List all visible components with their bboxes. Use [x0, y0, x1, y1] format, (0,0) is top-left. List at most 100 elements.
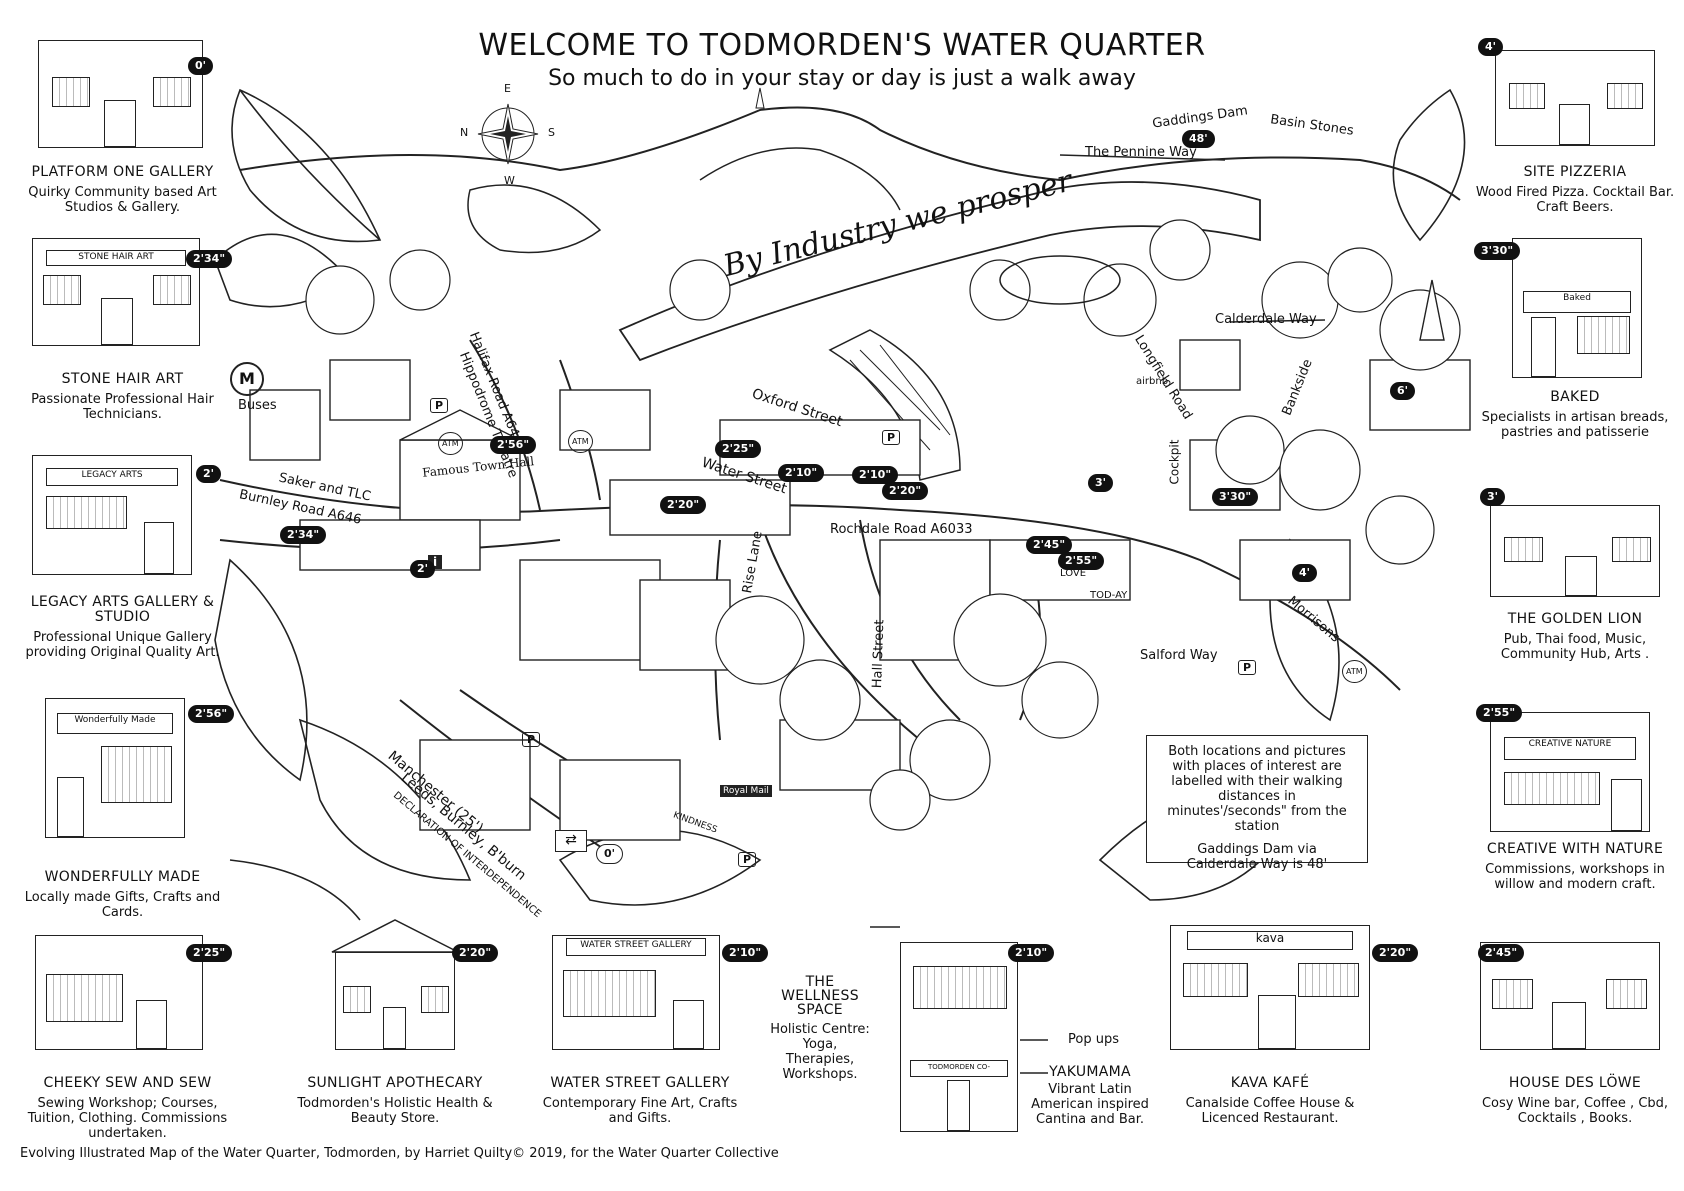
creative-with-nature-building-icon: CREATIVE NATURE	[1490, 712, 1650, 832]
legacy-arts-building-icon: LEGACY ARTS	[32, 455, 192, 575]
walk-time-badge: 2'25"	[186, 944, 233, 962]
shop-desc: Locally made Gifts, Crafts and Cards.	[24, 890, 221, 920]
walk-time-badge: 2'56"	[188, 705, 235, 723]
train-station-icon: ⇄	[555, 830, 587, 852]
shop-desc: Sewing Workshop; Courses, Tuition, Cloth…	[27, 1096, 228, 1141]
shop-name: KAVA KAFÉ	[1230, 1075, 1310, 1091]
walk-time-badge: 2'56"	[490, 436, 537, 454]
shop-desc: Cosy Wine bar, Coffee , Cbd, Cocktails ,…	[1481, 1096, 1669, 1126]
building-sign: kava	[1186, 930, 1354, 951]
walk-time-badge: 2'20"	[882, 482, 929, 500]
page-subtitle: So much to do in your stay or day is jus…	[548, 66, 1136, 91]
map-label-hall-street: Hall Street	[870, 619, 888, 689]
parking-icon: P	[738, 852, 757, 867]
platform-one-building-icon	[38, 40, 203, 148]
compass-s: S	[548, 126, 555, 139]
map-label-airbnb: airbnb	[1136, 376, 1169, 387]
compass-rose-icon: E N S W	[460, 82, 555, 187]
shop-name: WATER STREET GALLERY	[550, 1075, 730, 1091]
kava-kafe-building-icon: kava	[1170, 925, 1370, 1050]
page-title: WELCOME TO TODMORDEN'S WATER QUARTER	[478, 28, 1206, 63]
shop-name: STONE HAIR ART	[61, 371, 184, 387]
parking-icon: P	[882, 430, 901, 445]
cheeky-sew-building-icon	[35, 935, 203, 1050]
atm-icon: ATM	[568, 430, 593, 453]
shop-name: PLATFORM ONE GALLERY	[31, 164, 214, 180]
walk-time-badge: 2'	[410, 560, 436, 578]
shop-name: YAKUMAMA	[1049, 1064, 1131, 1080]
parking-icon: P	[1238, 660, 1257, 675]
map-label-love: LOVE	[1060, 568, 1087, 579]
walk-time-badge: 2'10"	[1008, 944, 1055, 962]
coop-building-icon: TODMORDEN CO-OPERATIVE	[900, 942, 1018, 1132]
walk-time-badge: 2'34"	[280, 526, 327, 544]
sunlight-apothecary-building-icon	[335, 952, 455, 1050]
shop-desc: Wood Fired Pizza. Cocktail Bar. Craft Be…	[1475, 185, 1675, 215]
map-label-calderdale-way: Calderdale Way	[1215, 312, 1317, 327]
shop-desc: Todmorden's Holistic Health & Beauty Sto…	[297, 1096, 493, 1126]
popups-label: Pop ups	[1068, 1032, 1119, 1047]
walk-time-badge: 2'20"	[660, 496, 707, 514]
yakumama-label[interactable]: YAKUMAMA Vibrant Latin American inspired…	[1030, 1064, 1150, 1128]
shop-name: SITE PIZZERIA	[1523, 164, 1627, 180]
walk-time-badge: 6'	[1390, 382, 1416, 400]
building-sign: STONE HAIR ART	[46, 249, 186, 267]
parking-icon: P	[522, 732, 541, 747]
walk-time-badge: 2'45"	[1478, 944, 1525, 962]
info-box-text: Both locations and pictures with places …	[1167, 744, 1347, 834]
walk-time-badge: 3'	[1480, 488, 1506, 506]
map-label-royal-mail: Royal Mail	[720, 785, 772, 797]
shop-desc: Vibrant Latin American inspired Cantina …	[1031, 1082, 1149, 1127]
walk-time-badge: 2'55"	[1058, 552, 1105, 570]
shop-name: WONDERFULLY MADE	[44, 869, 201, 885]
walk-time-badge: 2'45"	[1026, 536, 1073, 554]
walk-time-badge: 4'	[1292, 564, 1318, 582]
map-label-rochdale-road: Rochdale Road A6033	[830, 522, 973, 537]
walk-time-badge: 2'20"	[452, 944, 499, 962]
walk-time-badge: 3'30"	[1212, 488, 1259, 506]
shop-desc: Pub, Thai food, Music, Community Hub, Ar…	[1500, 632, 1650, 662]
shop-desc: Canalside Coffee House & Licenced Restau…	[1185, 1096, 1355, 1126]
compass-e: E	[504, 82, 511, 95]
shop-name: THE GOLDEN LION	[1507, 611, 1643, 627]
atm-icon: ATM	[1342, 660, 1367, 683]
compass-n: N	[460, 126, 469, 139]
stone-hair-art-building-icon: STONE HAIR ART	[32, 238, 200, 346]
walk-time-badge: 2'25"	[715, 440, 762, 458]
building-sign: CREATIVE NATURE	[1503, 736, 1637, 760]
building-sign: LEGACY ARTS	[45, 467, 179, 487]
shop-name: SUNLIGHT APOTHECARY	[307, 1075, 483, 1091]
map-label-buses: Buses	[238, 398, 277, 413]
building-sign: WATER STREET GALLERY	[566, 938, 706, 957]
shop-name: HOUSE DES LÖWE	[1508, 1075, 1642, 1091]
apothecary-roof-icon	[331, 919, 459, 953]
wellness-space-label[interactable]: THE WELLNESS SPACE Holistic Centre: Yoga…	[770, 975, 870, 1082]
shop-name: THE WELLNESS SPACE	[781, 974, 859, 1018]
walk-time-badge: 4'	[1478, 38, 1504, 56]
shop-desc: Quirky Community based Art Studios & Gal…	[28, 185, 217, 215]
wonderfully-made-building-icon: Wonderfully Made	[45, 698, 185, 838]
baked-building-icon: Baked	[1512, 238, 1642, 378]
walk-time-badge: 3'	[1088, 474, 1114, 492]
site-pizzeria-building-icon	[1495, 50, 1655, 146]
building-sign: Baked	[1523, 291, 1631, 313]
map-label-pennine-way: The Pennine Way	[1085, 145, 1197, 160]
walk-time-badge: 2'10"	[852, 466, 899, 484]
walk-time-badge: 48'	[1182, 130, 1215, 148]
water-street-gallery-building-icon: WATER STREET GALLERY	[552, 935, 720, 1050]
walk-time-badge: 2'55"	[1476, 704, 1523, 722]
map-label-cockpit: Cockpit	[1167, 439, 1182, 485]
walk-time-badge: 2'10"	[722, 944, 769, 962]
compass-w: W	[504, 174, 515, 187]
shop-desc: Commissions, workshops in willow and mod…	[1485, 862, 1665, 892]
parking-icon: P	[430, 398, 449, 413]
walk-time-badge: 2'34"	[186, 250, 233, 268]
shop-desc: Passionate Professional Hair Technicians…	[31, 392, 214, 422]
atm-icon: ATM	[438, 432, 463, 455]
map-label-salford-way: Salford Way	[1140, 648, 1218, 663]
shop-desc: Contemporary Fine Art, Crafts and Gifts.	[542, 1096, 738, 1126]
building-sign: TODMORDEN CO-OPERATIVE	[910, 1059, 1008, 1077]
shop-name: LEGACY ARTS GALLERY & STUDIO	[30, 594, 215, 625]
info-box: Both locations and pictures with places …	[1146, 735, 1368, 872]
